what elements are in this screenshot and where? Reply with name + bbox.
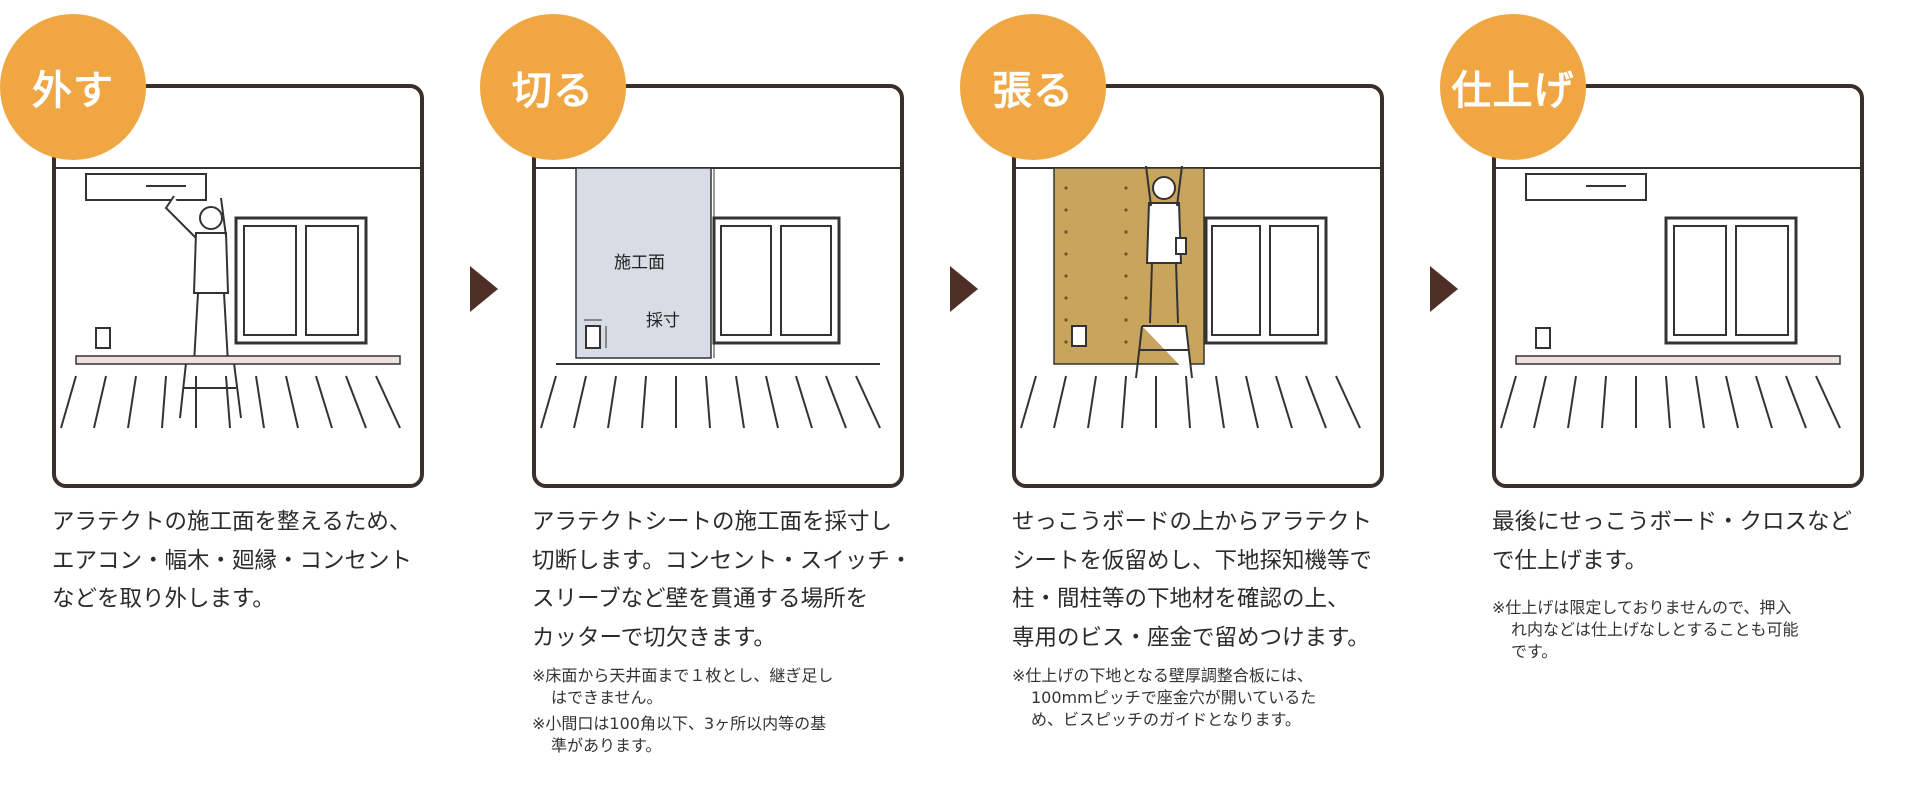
label-surface: 施工面 bbox=[614, 253, 665, 273]
note-item: ※小間口は100角以下、3ヶ所以内等の基 準があります。 bbox=[532, 714, 827, 755]
room-attach-drawing bbox=[1016, 165, 1380, 429]
step-attach: 張る せっこうボードの上からアラテクト シートを仮留めし、下地探知機等で 柱・間… bbox=[960, 0, 1384, 805]
step-title-finish: 仕上げ bbox=[1440, 14, 1586, 160]
step-finish: 仕上げ 最後にせっこうボード・クロスなど で仕上げます。 ※仕上げは限定しており… bbox=[1440, 0, 1864, 805]
outlet-icon bbox=[1535, 327, 1551, 349]
step-description-remove: アラテクトの施工面を整えるため、 エアコン・幅木・廻縁・コンセント などを取り外… bbox=[52, 509, 413, 612]
step-description-cut: アラテクトシートの施工面を採寸し 切断します。コンセント・スイッチ・ スリーブな… bbox=[532, 509, 913, 651]
note-item: ※床面から天井面まで１枚とし、継ぎ足し はできません。 bbox=[532, 666, 834, 707]
next-arrow-icon bbox=[1430, 266, 1458, 312]
illustration-remove bbox=[52, 84, 424, 488]
illustration-cut: 施工面 採寸 bbox=[532, 84, 904, 488]
next-arrow-icon bbox=[950, 266, 978, 312]
illustration-attach bbox=[1012, 84, 1384, 488]
note-item: ※仕上げは限定しておりませんので、押入 れ内などは仕上げなしとすることも可能 で… bbox=[1492, 598, 1799, 661]
worker-icon bbox=[1135, 165, 1193, 379]
step-title-cut: 切る bbox=[480, 14, 626, 160]
room-cut-drawing bbox=[536, 167, 900, 429]
illustration-finish bbox=[1492, 84, 1864, 488]
room-finish-drawing bbox=[1496, 167, 1860, 429]
step-description-attach: せっこうボードの上からアラテクト シートを仮留めし、下地探知機等で 柱・間柱等の… bbox=[1012, 509, 1373, 651]
step-notes-attach: ※仕上げの下地となる壁厚調整合板には、 100mmピッチで座金穴が開いているた … bbox=[1012, 665, 1432, 735]
step-notes-finish: ※仕上げは限定しておりませんので、押入 れ内などは仕上げなしとすることも可能 で… bbox=[1492, 597, 1912, 667]
step-notes-cut: ※床面から天井面まで１枚とし、継ぎ足し はできません。 ※小間口は100角以下、… bbox=[532, 665, 952, 761]
outlet-cutout-icon bbox=[585, 325, 601, 349]
room-remove-drawing bbox=[56, 167, 420, 429]
step-description-finish: 最後にせっこうボード・クロスなど で仕上げます。 bbox=[1492, 509, 1853, 574]
step-title-attach: 張る bbox=[960, 14, 1106, 160]
label-measure: 採寸 bbox=[646, 311, 680, 331]
step-title-remove: 外す bbox=[0, 14, 146, 160]
next-arrow-icon bbox=[470, 266, 498, 312]
step-remove: 外す アラテクトの施工面を整えるため、 エアコン・幅木・廻縁・コンセント などを… bbox=[0, 0, 424, 805]
note-item: ※仕上げの下地となる壁厚調整合板には、 100mmピッチで座金穴が開いているた … bbox=[1012, 666, 1317, 729]
outlet-icon bbox=[95, 327, 111, 349]
step-cut: 施工面 採寸 切る アラテクトシートの施工面を採寸し 切断します。コンセント・ス… bbox=[480, 0, 912, 805]
worker-icon bbox=[164, 195, 242, 419]
